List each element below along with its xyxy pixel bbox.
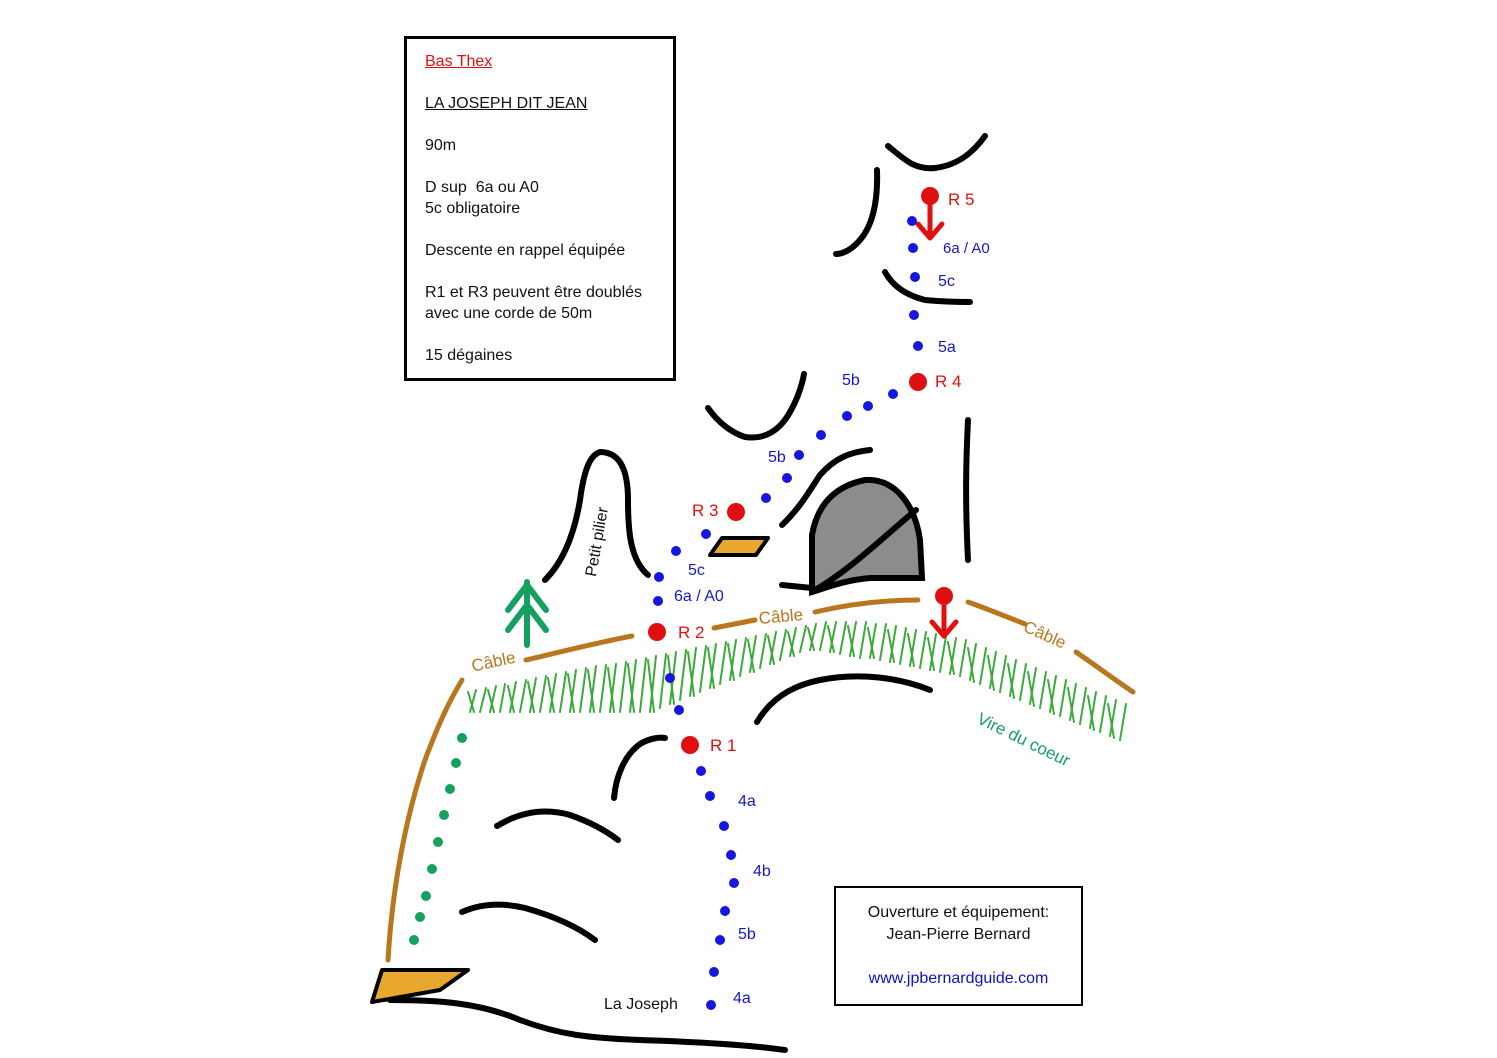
grade-p5-b: 5c (938, 273, 955, 290)
route-name: LA JOSEPH DIT JEAN (425, 95, 588, 112)
relay-r3 (727, 503, 745, 521)
relay-anchors (648, 187, 953, 754)
grade-p1-d: 4a (733, 990, 751, 1007)
grade-required: 5c obligatoire (425, 200, 521, 217)
relay-r1 (681, 736, 699, 754)
grade-p5-c: 6a / A0 (943, 240, 990, 257)
rappel-anchor-ledge (935, 587, 953, 605)
grade-p5-a: 5a (938, 339, 956, 356)
grade-p1-c: 5b (738, 926, 756, 943)
cave (779, 476, 926, 597)
credit-box: Ouverture et équipement: Jean-Pierre Ber… (834, 886, 1083, 1006)
quickdraws-count: 15 dégaines (425, 347, 513, 364)
exit-up-arrow (505, 579, 549, 648)
sector-name: Bas Thex (425, 53, 493, 70)
grass-ledge (467, 621, 1127, 741)
rappel-note-1: R1 et R3 peuvent être doublés (425, 284, 643, 301)
fixed-cable (385, 597, 1136, 963)
approach-path (409, 733, 467, 945)
relay-r4 (909, 373, 927, 391)
label-route-start: La Joseph (604, 996, 678, 1013)
label-r3: R 3 (692, 501, 719, 520)
grade-p3-b: 5c (688, 562, 705, 579)
descent-info: Descente en rappel équipée (425, 242, 626, 259)
relay-r2 (648, 623, 666, 641)
relay-r5 (921, 187, 939, 205)
grade-p4-a: 5b (768, 449, 786, 466)
route-info-box: Bas Thex LA JOSEPH DIT JEAN 90m D sup 6a… (404, 36, 676, 381)
label-cable-middle: Câble (757, 605, 804, 628)
rappel-note-2: avec une corde de 50m (425, 305, 593, 322)
credit-line-1: Ouverture et équipement: (867, 904, 1050, 921)
credit-author: Jean-Pierre Bernard (886, 926, 1031, 943)
grade-p1-a: 4a (738, 793, 756, 810)
bolts (653, 216, 923, 1010)
grade-p3-a: 6a / A0 (674, 588, 724, 605)
grade-p4-b: 5b (842, 372, 860, 389)
label-r4: R 4 (935, 372, 962, 391)
belay-platforms (370, 536, 770, 1004)
grade-overall: D sup 6a ou A0 (425, 179, 539, 196)
label-r1: R 1 (710, 736, 737, 755)
label-r2: R 2 (678, 623, 705, 642)
rock-outlines (387, 133, 988, 1053)
route-length: 90m (425, 137, 457, 154)
website-link[interactable]: www.jpbernardguide.com (868, 970, 1049, 987)
grade-p1-b: 4b (753, 863, 771, 880)
label-r5: R 5 (948, 190, 975, 209)
